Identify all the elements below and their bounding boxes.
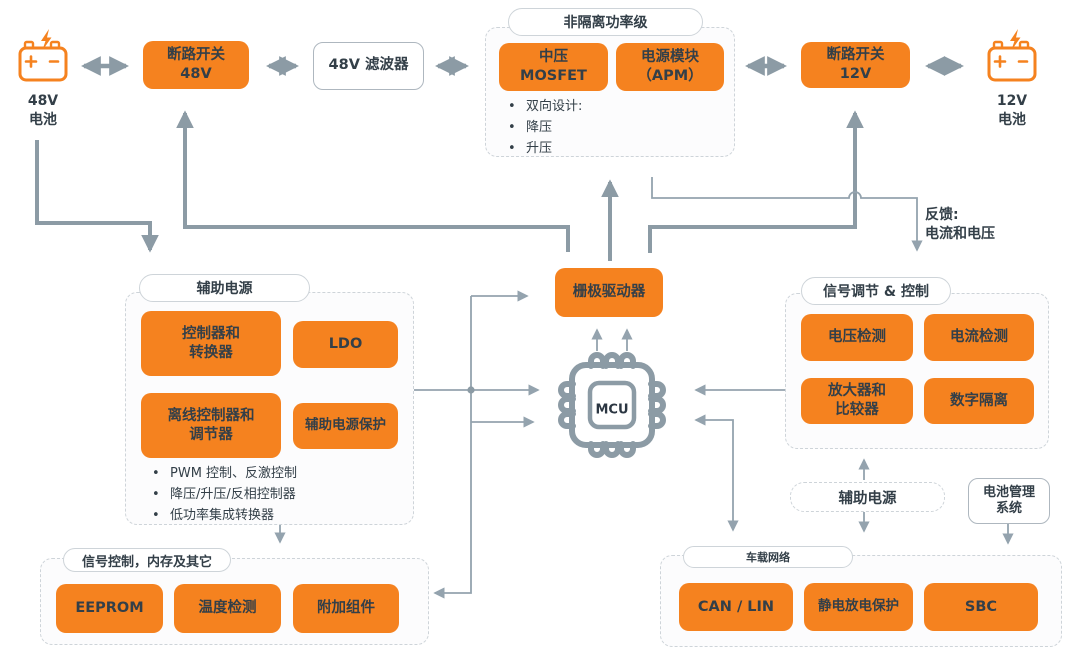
breaker-48v-box: 断路开关 48V — [143, 41, 249, 89]
line-feedback-to-signalcond — [651, 177, 923, 252]
battery-48v-icon — [18, 29, 68, 82]
breaker-12v-box: 断路开关 12V — [801, 42, 910, 88]
line-aux-branch-to-signalctrl — [433, 296, 472, 599]
mcu-chip-icon: MCU — [558, 352, 666, 458]
voltage-sense-box: 电压检测 — [801, 314, 913, 361]
signal-cond-group-title: 信号调节 & 控制 — [801, 277, 951, 305]
signal-cond-group: 信号调节 & 控制 电压检测 电流检测 放大器和 比较器 数字隔离 — [785, 277, 1049, 449]
bullet-item: 低功率集成转换器 — [148, 507, 297, 525]
apm-module-box: 电源模块 （APM） — [616, 43, 724, 91]
signal-ctrl-group: 信号控制，内存及其它 EEPROM 温度检测 附加组件 — [40, 548, 429, 645]
aux-power-group: 辅助电源 控制器和 转换器 LDO 离线控制器和 调节器 辅助电源保护 PWM … — [125, 274, 414, 528]
bullet-item: PWM 控制、反激控制 — [148, 465, 297, 483]
mcu-label: MCU — [595, 403, 628, 418]
vehicle-network-group: 车载网络 CAN / LIN 静电放电保护 SBC — [660, 546, 1062, 647]
gate-driver-box: 栅极驱动器 — [555, 268, 663, 317]
line-battery48-to-aux-group — [35, 140, 159, 253]
bullet-item: 双向设计: — [504, 98, 582, 116]
filter-48v-box: 48V 滤波器 — [313, 42, 424, 90]
aux-power-protection-box: 辅助电源保护 — [293, 403, 398, 449]
offline-controllers-box: 离线控制器和 调节器 — [141, 393, 281, 458]
power-stage-bullets: 双向设计: 降压 升压 — [504, 98, 582, 161]
controllers-converters-box: 控制器和 转换器 — [141, 311, 281, 376]
current-sense-box: 电流检测 — [924, 314, 1034, 361]
eeprom-box: EEPROM — [56, 584, 163, 633]
can-lin-box: CAN / LIN — [679, 583, 793, 631]
bullet-item: 降压 — [504, 119, 582, 137]
amplifiers-comparators-box: 放大器和 比较器 — [801, 378, 913, 424]
vehicle-network-group-title: 车载网络 — [683, 546, 853, 568]
line-gatedriver-to-breaker12 — [648, 110, 864, 253]
aux-power-bullets: PWM 控制、反激控制 降压/升压/反相控制器 低功率集成转换器 — [148, 465, 297, 528]
bullet-item: 升压 — [504, 140, 582, 158]
additional-components-box: 附加组件 — [293, 584, 399, 633]
feedback-note: 反馈: 电流和电压 — [925, 207, 995, 242]
aux-power-pill: 辅助电源 — [790, 482, 945, 512]
power-stage-group: 非隔离功率级 中压 MOSFET 电源模块 （APM） 双向设计: 降压 升压 — [485, 8, 735, 158]
thick-connectors — [35, 110, 864, 261]
junction-dot — [467, 386, 475, 394]
temp-sense-box: 温度检测 — [174, 584, 281, 633]
battery-12v-icon — [987, 29, 1037, 82]
power-stage-group-title: 非隔离功率级 — [508, 8, 703, 36]
battery-12v-label: 12V 电池 — [996, 93, 1028, 128]
thin-connectors — [274, 177, 1014, 599]
digital-isolation-box: 数字隔离 — [924, 378, 1034, 424]
line-gatedriver-to-breaker48 — [176, 110, 570, 252]
ldo-box: LDO — [293, 321, 398, 368]
aux-power-group-title: 辅助电源 — [139, 274, 310, 302]
esd-protection-box: 静电放电保护 — [804, 583, 913, 631]
bullet-item: 降压/升压/反相控制器 — [148, 486, 297, 504]
mv-mosfet-box: 中压 MOSFET — [499, 43, 608, 91]
sbc-box: SBC — [924, 583, 1038, 631]
bms-box: 电池管理 系统 — [968, 478, 1050, 524]
line-mcu-to-vehicle-network — [694, 414, 739, 532]
battery-48v-label: 48V 电池 — [27, 93, 59, 128]
signal-ctrl-group-title: 信号控制，内存及其它 — [63, 548, 231, 572]
